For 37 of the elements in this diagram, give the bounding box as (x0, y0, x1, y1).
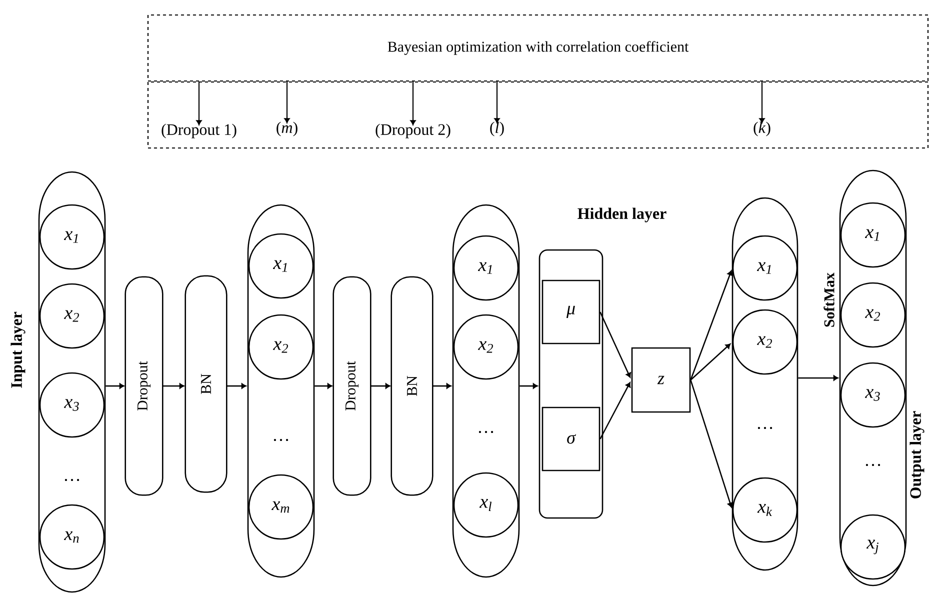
arrow (690, 344, 731, 380)
arrow (600, 312, 632, 378)
arrow (226, 383, 246, 389)
arrow (314, 383, 332, 389)
variable-box: μ (542, 280, 600, 344)
arrow (432, 383, 452, 389)
arrow (162, 383, 184, 389)
arrow (106, 383, 124, 389)
hidden-layer-box (538, 249, 604, 519)
parameter-label: (Dropout 2) (376, 124, 450, 138)
layer-pill: BN (390, 276, 434, 496)
layer-title: Input layer (10, 312, 26, 388)
layer-pill: Dropout (332, 276, 372, 496)
edge-label: SoftMax (822, 272, 836, 328)
layer-pill: Dropout (124, 276, 164, 496)
layer-title: Hidden layer (578, 208, 666, 222)
arrow (798, 375, 838, 381)
arrow (690, 380, 733, 508)
layer-pill: BN (184, 275, 228, 493)
arrow (494, 82, 500, 124)
arrow (196, 82, 202, 126)
arrow (520, 383, 538, 389)
arrow (284, 82, 290, 124)
variable-box: z (631, 347, 691, 413)
optimization-box: Bayesian optimization with correlation coefficient (147, 14, 929, 82)
parameter-label: (l) (490, 122, 504, 136)
variable-box: σ (542, 406, 600, 472)
parameter-label: (m) (276, 122, 298, 136)
parameter-label: (Dropout 1) (162, 124, 236, 138)
node-label: x$_{j}$ (866, 540, 878, 554)
arrow (690, 270, 733, 380)
arrow (370, 383, 390, 389)
arrow (759, 82, 765, 124)
arrow (600, 382, 631, 440)
arrow (410, 82, 416, 126)
layer-title: Output layer (910, 411, 924, 498)
parameter-label: (k) (754, 122, 770, 136)
